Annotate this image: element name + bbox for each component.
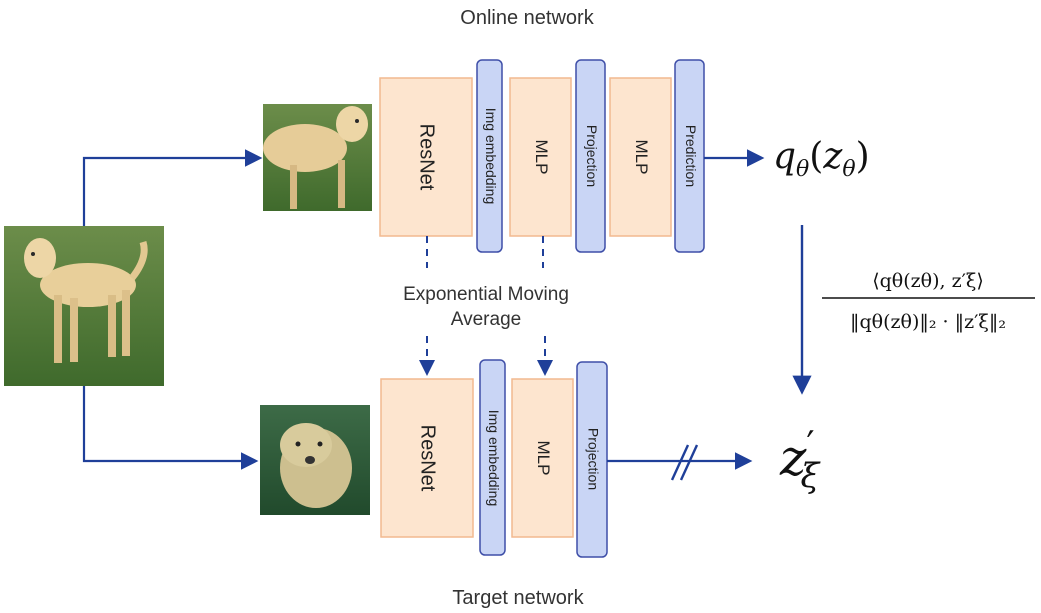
online-prediction-label: Prediction bbox=[683, 125, 699, 187]
online-mlp1-label: MLP bbox=[532, 140, 551, 175]
input-arrow-target bbox=[82, 386, 259, 470]
online-resnet-label: ResNet bbox=[416, 124, 438, 191]
input-arrow-online bbox=[82, 149, 263, 226]
cosine-similarity-formula: ⟨qθ(zθ), z′ξ⟩ ‖qθ(zθ)‖₂ · ‖z′ξ‖₂ bbox=[822, 270, 1035, 333]
online-output-formula: qθ(zθ) bbox=[773, 136, 870, 182]
target-mlp-block: MLP bbox=[511, 378, 574, 538]
target-projection-label: Projection bbox=[585, 428, 601, 490]
online-mlp2-label: MLP bbox=[632, 140, 651, 175]
stop-gradient-icon bbox=[670, 444, 699, 481]
target-projection-block: Projection bbox=[576, 361, 608, 558]
online-mlp2-block: MLP bbox=[609, 77, 672, 237]
online-img-embedding-label: Img embedding bbox=[483, 108, 499, 205]
ema-label-line2: Average bbox=[451, 309, 521, 330]
online-projection-label: Projection bbox=[584, 125, 600, 187]
similarity-denominator: ‖qθ(zθ)‖₂ · ‖z′ξ‖₂ bbox=[850, 311, 1006, 333]
target-network-title: Target network bbox=[452, 587, 584, 609]
similarity-numerator: ⟨qθ(zθ), z′ξ⟩ bbox=[872, 270, 984, 292]
target-mlp-label: MLP bbox=[534, 441, 553, 476]
target-img-embedding-block: Img embedding bbox=[479, 359, 506, 556]
online-prediction-block: Prediction bbox=[674, 59, 705, 253]
ema-label-line1: Exponential Moving bbox=[403, 284, 569, 305]
target-img-embedding-label: Img embedding bbox=[486, 410, 502, 507]
online-mlp1-block: MLP bbox=[509, 77, 572, 237]
target-resnet-block: ResNet bbox=[380, 378, 474, 538]
online-network-title: Online network bbox=[460, 7, 594, 29]
online-img-embedding-block: Img embedding bbox=[476, 59, 503, 253]
dog-crop-icon bbox=[263, 104, 372, 211]
target-output-formula: z′ξ bbox=[779, 425, 822, 496]
online-projection-block: Projection bbox=[575, 59, 606, 253]
target-resnet-label: ResNet bbox=[417, 425, 439, 492]
dog-photo-icon bbox=[4, 226, 164, 386]
online-resnet-block: ResNet bbox=[379, 77, 473, 237]
dog-crop-dark-icon bbox=[260, 405, 370, 515]
